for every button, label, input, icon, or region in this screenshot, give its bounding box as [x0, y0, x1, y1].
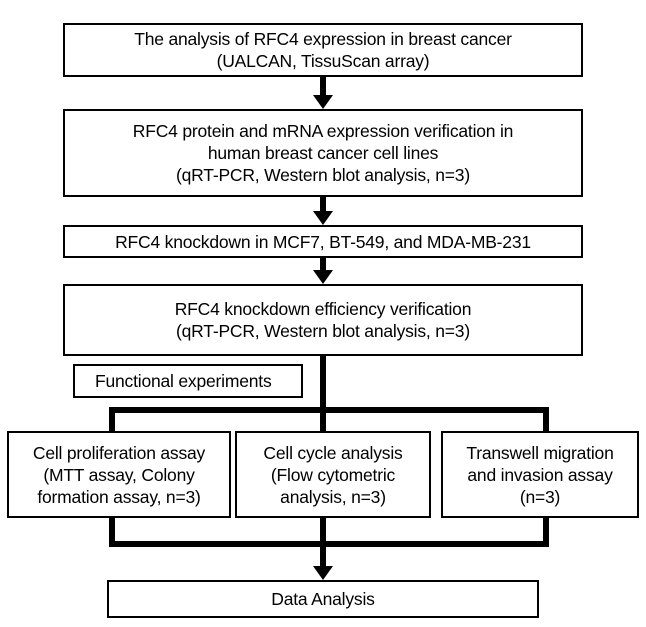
branch-3-line-2: and invasion assay — [467, 464, 613, 485]
data-analysis-label: Data Analysis — [271, 589, 375, 609]
arrowhead-final — [313, 566, 333, 580]
functional-experiments-box: Functional experiments — [73, 364, 303, 398]
branch-2-box: Cell cycle analysis (Flow cytometric ana… — [235, 431, 431, 518]
step-1-line-1: The analysis of RFC4 expression in breas… — [134, 29, 512, 49]
step-2-box: RFC4 protein and mRNA expression verific… — [63, 109, 583, 197]
arrowhead-s3-s4 — [313, 270, 333, 284]
step-2-line-1: RFC4 protein and mRNA expression verific… — [132, 121, 514, 141]
step-4-line-2: (qRT-PCR, Western blot analysis, n=3) — [176, 321, 470, 341]
branch-2-line-2: (Flow cytometric — [270, 464, 396, 485]
branch-1-line-3: formation assay, n=3) — [37, 486, 201, 507]
branch-2-line-3: analysis, n=3) — [280, 486, 386, 507]
arrowhead-s2-s3 — [313, 211, 333, 225]
branch-1-line-2: (MTT assay, Colony — [43, 464, 195, 485]
step-3-line-1: RFC4 knockdown in MCF7, BT-549, and MDA-… — [115, 231, 531, 252]
data-analysis-box: Data Analysis — [107, 580, 539, 618]
functional-experiments-label: Functional experiments — [95, 371, 272, 391]
branch-3-box: Transwell migration and invasion assay (… — [441, 431, 639, 518]
step-1-line-2: (UALCAN, TissuScan array) — [216, 51, 430, 71]
branch-1-line-1: Cell proliferation assay — [32, 442, 206, 463]
step-3-box: RFC4 knockdown in MCF7, BT-549, and MDA-… — [63, 225, 583, 258]
step-4-line-1: RFC4 knockdown efficiency verification — [174, 299, 472, 319]
step-2-line-2: human breast cancer cell lines — [207, 143, 439, 163]
step-2-line-3: (qRT-PCR, Western blot analysis, n=3) — [176, 165, 470, 185]
branch-2-line-1: Cell cycle analysis — [263, 442, 403, 463]
step-1-box: The analysis of RFC4 expression in breas… — [63, 23, 583, 77]
branch-1-box: Cell proliferation assay (MTT assay, Col… — [7, 431, 231, 518]
branch-3-line-1: Transwell migration — [466, 442, 614, 463]
branch-3-line-3: (n=3) — [519, 486, 561, 507]
step-4-box: RFC4 knockdown efficiency verification (… — [63, 284, 583, 356]
arrowhead-s1-s2 — [313, 95, 333, 109]
